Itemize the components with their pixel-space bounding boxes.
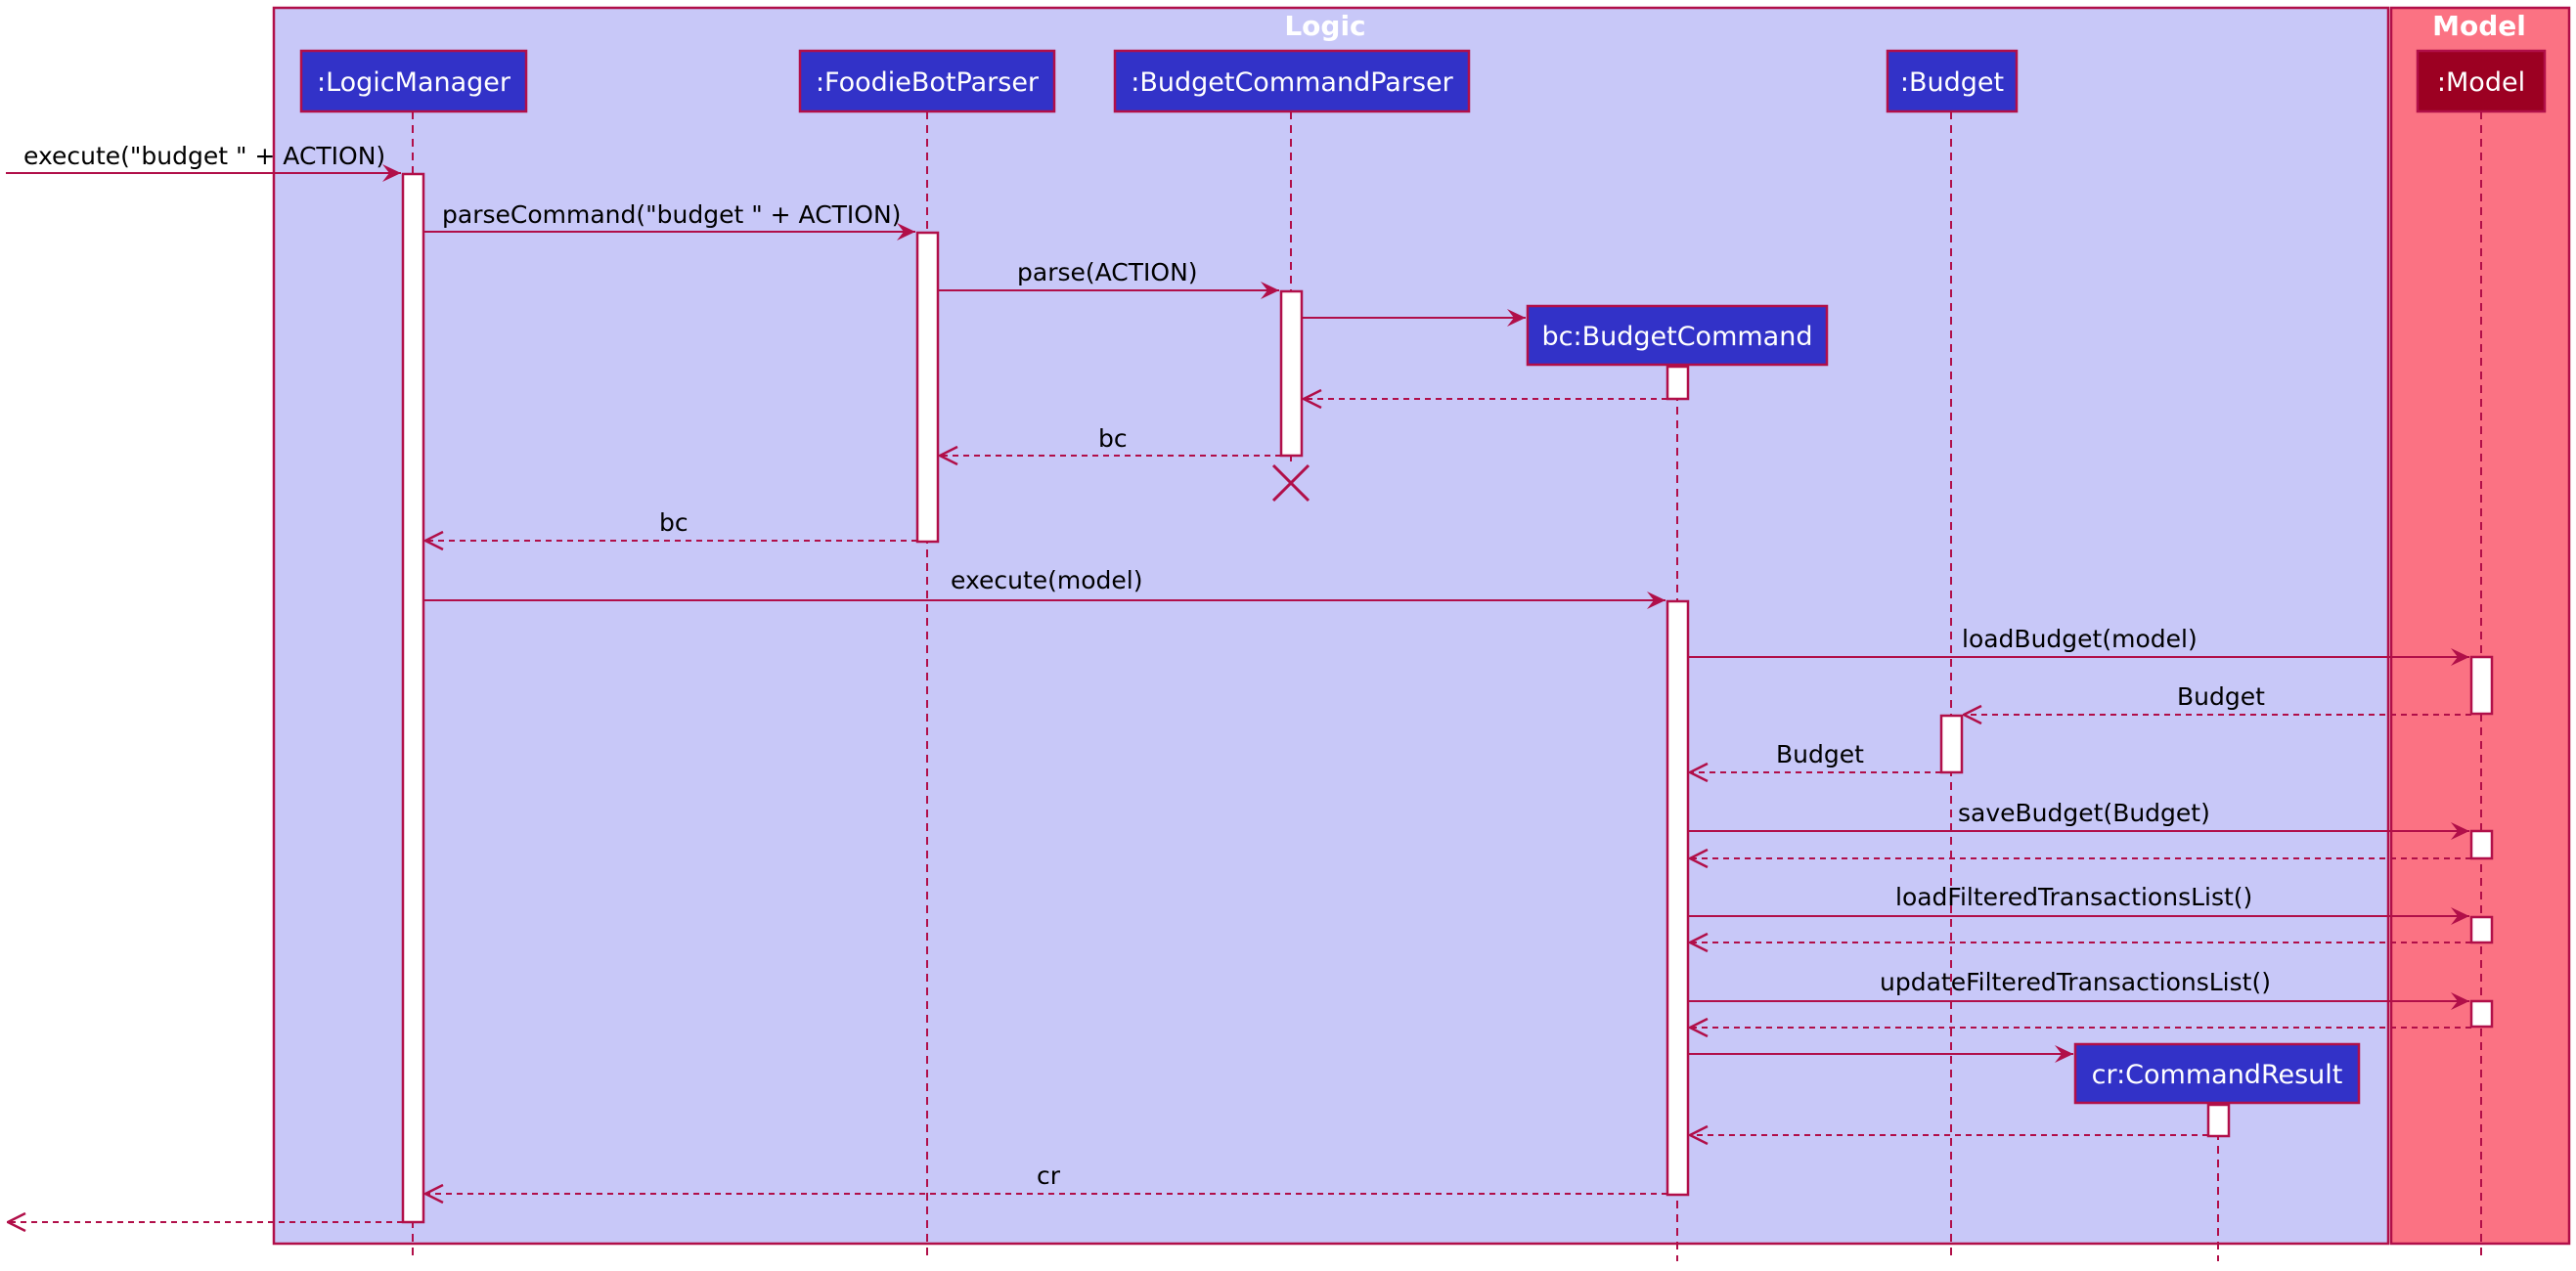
model-box-title: Model <box>2432 10 2526 42</box>
activation-budget-command <box>1666 599 1690 1197</box>
participant-budget-command <box>1526 304 1829 367</box>
label-m11: loadFilteredTransactionsList() <box>1895 883 2252 911</box>
label-m5: bc <box>659 508 688 537</box>
label-m7: loadBudget(model) <box>1962 625 2198 653</box>
activation-foodiebot-parser <box>915 231 940 544</box>
label-m6: execute(model) <box>951 566 1142 594</box>
participant-budget-command-parser-label: :BudgetCommandParser <box>1131 67 1453 98</box>
participant-foodiebot-parser-label: :FoodieBotParser <box>816 67 1040 98</box>
label-m1: execute("budget " + ACTION) <box>23 142 385 170</box>
participant-budget-label: :Budget <box>1900 67 2004 98</box>
label-m8: Budget <box>2177 682 2265 711</box>
label-m4: bc <box>1098 424 1128 453</box>
activation-budget-command-parser <box>1279 289 1304 458</box>
logic-box-title: Logic <box>1284 10 1365 42</box>
activation-model-load <box>2469 655 2494 716</box>
activation-budget <box>1939 714 1964 774</box>
participant-model <box>2416 49 2547 113</box>
label-m9: Budget <box>1776 740 1864 768</box>
destroy-marker <box>1271 463 1310 503</box>
activation-model-update-filtered <box>2469 999 2494 1029</box>
activation-model-load-filtered <box>2469 915 2494 944</box>
participant-logic-manager <box>299 49 528 113</box>
activation-logic-manager <box>401 172 425 1224</box>
logic-box <box>272 6 2390 1246</box>
label-m3: parse(ACTION) <box>1017 258 1198 286</box>
participant-logic-manager-label: :LogicManager <box>317 67 511 98</box>
participant-command-result <box>2073 1042 2361 1105</box>
participant-command-result-label: cr:CommandResult <box>2092 1060 2343 1090</box>
label-m12: updateFilteredTransactionsList() <box>1880 968 2271 996</box>
participant-budget-command-parser <box>1113 49 1471 113</box>
activation-model-save <box>2469 829 2494 860</box>
participant-model-label: :Model <box>2437 67 2525 98</box>
activation-command-result <box>2206 1103 2231 1138</box>
participant-budget <box>1886 49 2019 113</box>
participant-foodiebot-parser <box>798 49 1056 113</box>
participant-budget-command-label: bc:BudgetCommand <box>1542 322 1813 352</box>
label-m2: parseCommand("budget " + ACTION) <box>442 200 901 229</box>
activation-budget-command-create <box>1666 365 1690 401</box>
label-m13: cr <box>1037 1161 1061 1190</box>
label-m10: saveBudget(Budget) <box>1958 799 2210 827</box>
